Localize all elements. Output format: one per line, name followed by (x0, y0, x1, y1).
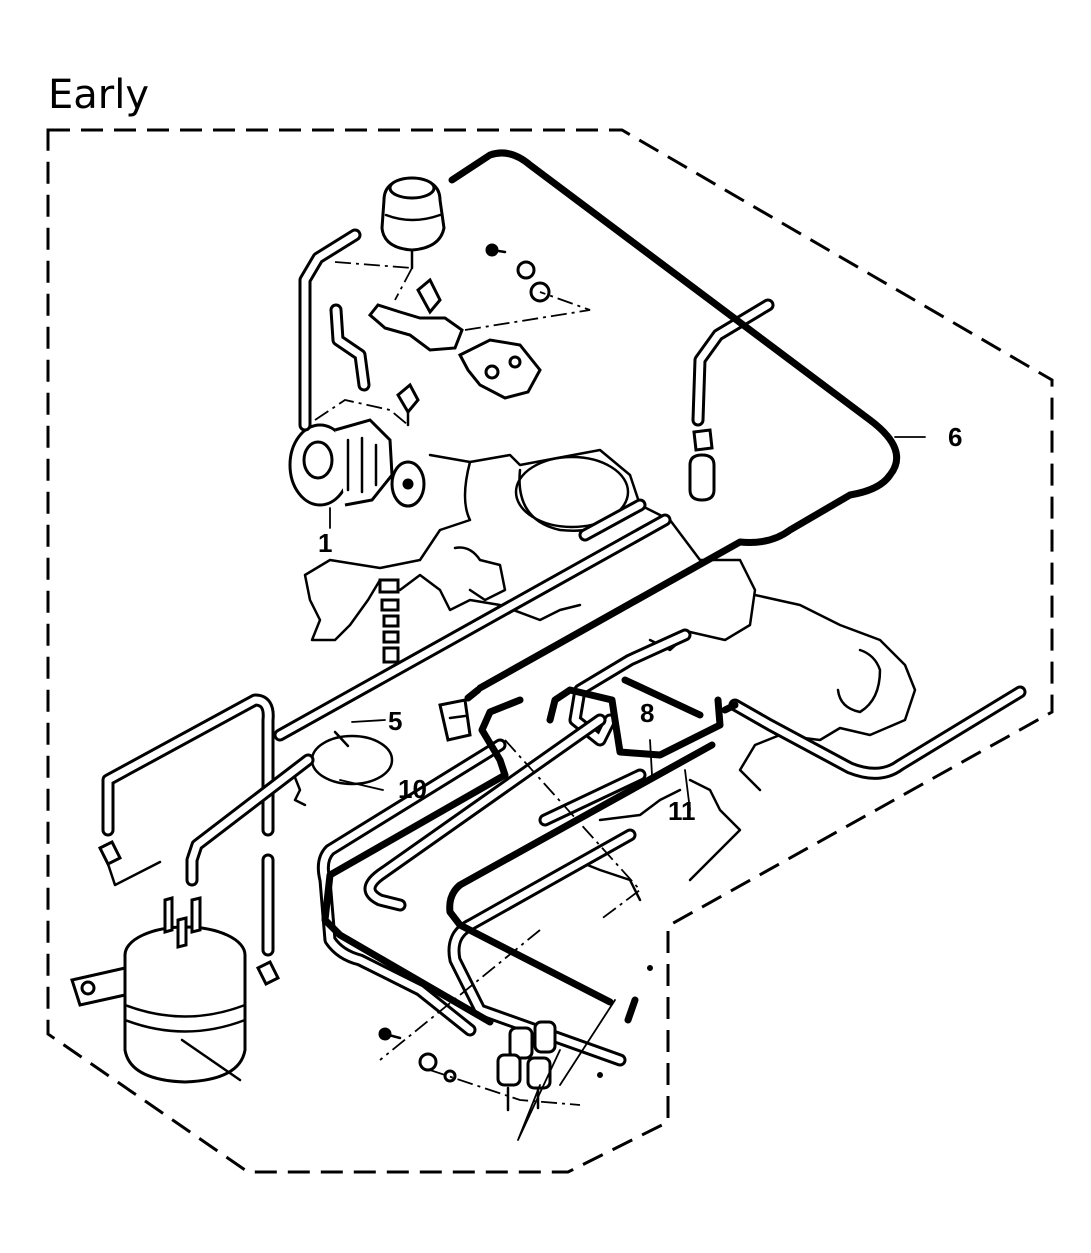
check-valve (438, 686, 482, 742)
vacuum-actuator (380, 176, 446, 270)
diagram-title: Early (48, 72, 149, 118)
callout-5: 5 (388, 706, 402, 736)
dashed-boundary (46, 128, 1054, 1174)
charcoal-canister (70, 896, 247, 1084)
upper-left-hoses (298, 228, 775, 432)
callout-10: 10 (398, 774, 427, 804)
pipe-set (273, 498, 1027, 1067)
mounting-bracket (367, 243, 551, 400)
callout-11: 11 (668, 796, 696, 826)
hose-6 (448, 149, 901, 692)
callout-1: 1 (318, 528, 332, 558)
callout-6: 6 (948, 422, 962, 452)
canister-hoses (97, 693, 315, 987)
callout-8: 8 (640, 698, 654, 728)
engine-block (290, 448, 917, 902)
hose-8-route (321, 676, 739, 1026)
leader-lines (314, 261, 926, 1141)
valve-assembly (288, 382, 426, 508)
right-fitting (688, 403, 716, 502)
callout-labels: 1 5 6 8 10 11 (318, 422, 962, 826)
connector-stack (378, 578, 400, 664)
